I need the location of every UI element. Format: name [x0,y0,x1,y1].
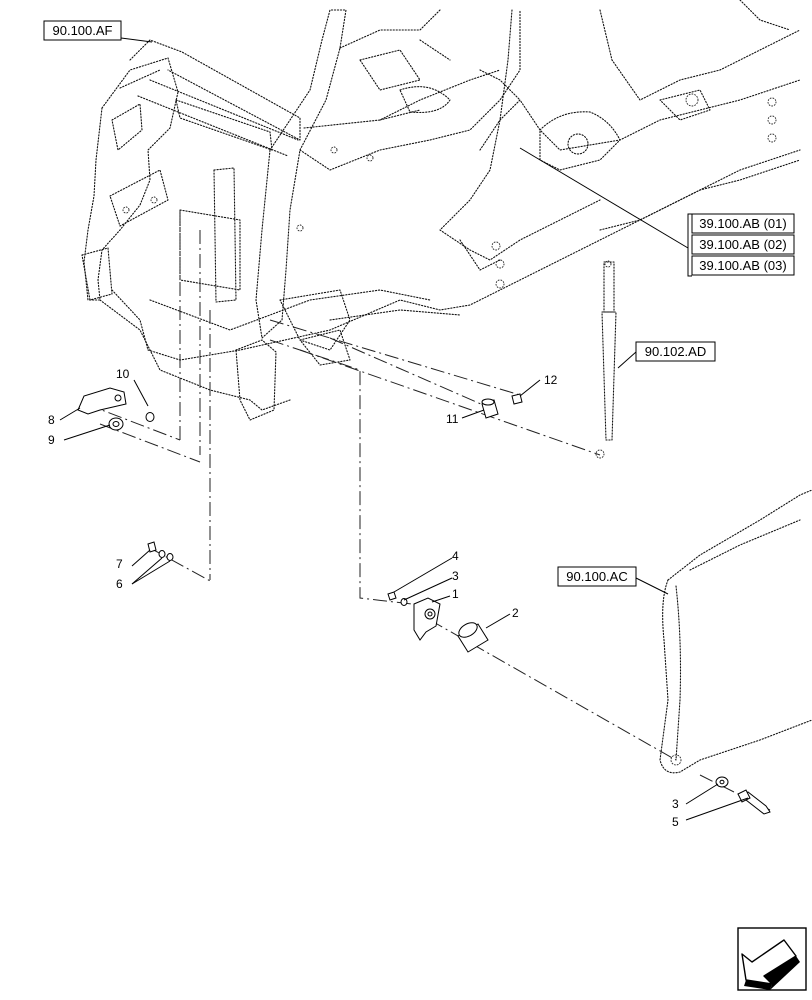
callout-8: 8 [48,413,55,427]
callout-9: 9 [48,433,55,447]
callout-7: 7 [116,557,123,571]
parts [77,387,771,815]
part-4-nut [387,591,397,601]
callout-5: 5 [672,815,679,829]
gas-strut [595,260,617,459]
part-2-pin [457,622,489,653]
reference-cab-mount-3-label: 39.100.AB (03) [699,258,786,273]
reference-door-label: 90.100.AC [566,569,627,584]
callout-12: 12 [544,373,558,387]
part-12-bolt [511,393,523,405]
reference-cab-mount-1-label: 39.100.AB (01) [699,216,786,231]
callout-2: 2 [512,606,519,620]
part-6-washers [158,550,174,561]
callout-3-upper: 3 [452,569,459,583]
reference-gas-strut[interactable]: 90.102.AD [635,341,716,362]
reference-door[interactable]: 90.100.AC [557,566,637,587]
door-panel [659,489,812,774]
reference-cab-mount-1[interactable]: 39.100.AB (01) [691,213,795,234]
part-7-bolt [147,541,157,553]
part-1-hinge-bracket [413,597,441,641]
assembly-centerlines [85,210,771,811]
part-5-bolt [737,789,771,815]
callout-1: 1 [452,587,459,601]
callout-10: 10 [116,367,130,381]
part-3-washer-lower [715,776,729,788]
part-3-washer-upper [400,598,408,606]
reference-cab-mount-2-label: 39.100.AB (02) [699,237,786,252]
part-11-bushing [481,398,499,419]
callout-6: 6 [116,577,123,591]
part-10-nut [145,412,155,422]
part-8-bracket [77,387,127,415]
reference-gas-strut-label: 90.102.AD [645,344,706,359]
callout-11: 11 [446,412,459,426]
reference-cab-mount-3[interactable]: 39.100.AB (03) [691,255,795,276]
reference-cab-mount-2[interactable]: 39.100.AB (02) [691,234,795,255]
arrow-icon[interactable] [737,927,807,991]
reference-frame-label: 90.100.AF [53,23,113,38]
part-9-bushing [108,417,124,431]
callout-3-lower: 3 [672,797,679,811]
reference-frame[interactable]: 90.100.AF [43,20,122,41]
reference-cab-mounts: 39.100.AB (01) 39.100.AB (02) 39.100.AB … [687,213,795,277]
callout-4: 4 [452,549,459,563]
leader-lines [59,37,749,821]
callout-numbers: 10 8 9 7 6 11 12 4 3 1 2 3 5 [48,367,679,829]
